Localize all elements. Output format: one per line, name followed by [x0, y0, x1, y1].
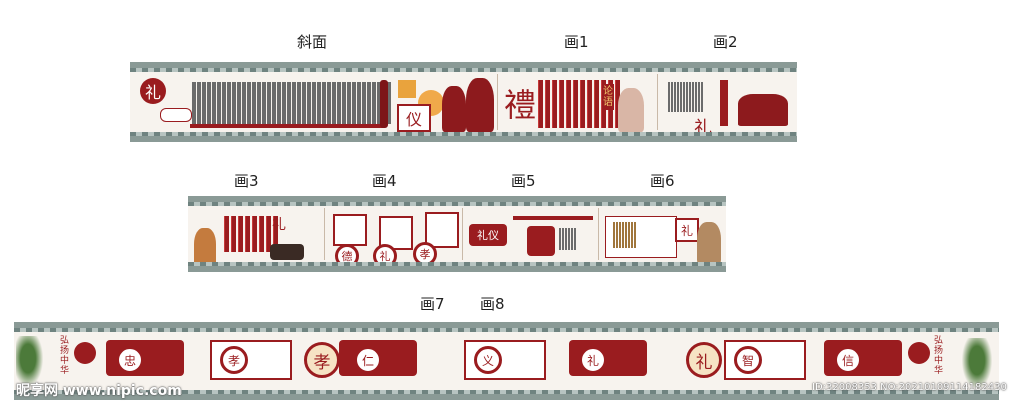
- p5-image-block: [527, 226, 555, 256]
- seal-li: 礼: [140, 78, 166, 104]
- seal-yi: 仪: [397, 104, 431, 132]
- p5-text: [559, 228, 576, 250]
- slogan-seal-right: [908, 342, 930, 364]
- gray-text-block: [668, 82, 703, 112]
- vertical-title: [720, 80, 728, 126]
- label-p1: 画1: [564, 33, 589, 51]
- li-brush: 礼: [694, 118, 712, 139]
- wall-strip-row3: 弘扬中华 忠 孝 孝 仁 义 礼 礼 智 信 弘扬中华: [14, 322, 999, 400]
- p4-card-3: [425, 212, 459, 248]
- small-seal-gold: [398, 80, 416, 98]
- watermark-left: 昵享网 www.nipic.com: [16, 383, 182, 399]
- wall-strip-row2: 礼 德 礼 孝 礼仪 礼: [188, 196, 726, 272]
- slogan-left: 弘扬中华: [60, 336, 70, 376]
- panel-p4: 德 礼 孝: [324, 208, 462, 266]
- big-xiao-medallion: 孝: [304, 342, 340, 378]
- p4-xiao: 孝: [413, 242, 437, 266]
- virtue-li: 礼: [579, 346, 607, 374]
- lunyu-tag: 论语: [602, 84, 614, 110]
- label-p4: 画4: [372, 172, 397, 190]
- big-li-medallion: 礼: [686, 342, 722, 378]
- panel-p2: 礼: [657, 74, 797, 136]
- figure-silhouette-1: [442, 86, 466, 132]
- label-p6: 画6: [650, 172, 675, 190]
- virtue-yi: 义: [474, 346, 502, 374]
- p4-de: 德: [335, 244, 359, 266]
- p4-card-1: [333, 214, 367, 246]
- text-columns-gray: [192, 82, 391, 124]
- label-slope: 斜面: [297, 33, 328, 51]
- slogan-seal-left: [74, 342, 96, 364]
- slogan-right: 弘扬中华: [934, 336, 944, 376]
- p4-card-2: [379, 216, 413, 250]
- label-p8: 画8: [480, 295, 505, 313]
- virtue-zhi-box: [724, 340, 806, 380]
- wall-strip-row1: 礼 仪 禮 论语 礼: [130, 62, 797, 142]
- group-silhouette: [738, 94, 788, 126]
- scholar-figure: [194, 228, 216, 266]
- panel-p5: 礼仪: [462, 208, 598, 260]
- virtue-xiao: 孝: [220, 346, 248, 374]
- p6-sage: [697, 222, 721, 264]
- p6-text: [613, 222, 636, 248]
- panel-p3: 礼: [188, 208, 324, 266]
- panel-p1: 禮 论语: [497, 74, 657, 132]
- virtue-zhong: 忠: [116, 346, 144, 374]
- label-p5: 画5: [511, 172, 536, 190]
- label-p3: 画3: [234, 172, 259, 190]
- label-p7: 画7: [420, 295, 445, 313]
- p5-scroll-frame: 礼仪: [469, 224, 507, 246]
- carriage-silhouette: [270, 244, 304, 260]
- p6-seal: 礼: [675, 218, 699, 242]
- li-calligraphy: 禮: [504, 86, 537, 124]
- label-p2: 画2: [713, 33, 738, 51]
- virtue-ren: 仁: [354, 346, 382, 374]
- watermark-right: ID:32008353 NO:20210109114182430: [812, 382, 1007, 393]
- panel-p6: 礼: [598, 208, 726, 264]
- figure-silhouette-2: [466, 78, 494, 132]
- cloud-ornament: [160, 108, 192, 122]
- p3-li: 礼: [272, 217, 286, 233]
- sage-figure: [618, 88, 644, 132]
- p4-li: 礼: [373, 244, 397, 266]
- bamboo-right: [959, 338, 995, 394]
- p5-header-bar: [513, 216, 593, 220]
- virtue-xin: 信: [834, 346, 862, 374]
- bamboo-left: [16, 336, 46, 392]
- p3-text-columns: [224, 216, 278, 252]
- scroll-roll: [380, 80, 388, 128]
- virtue-zhi: 智: [734, 346, 762, 374]
- red-base-bar: [190, 124, 385, 128]
